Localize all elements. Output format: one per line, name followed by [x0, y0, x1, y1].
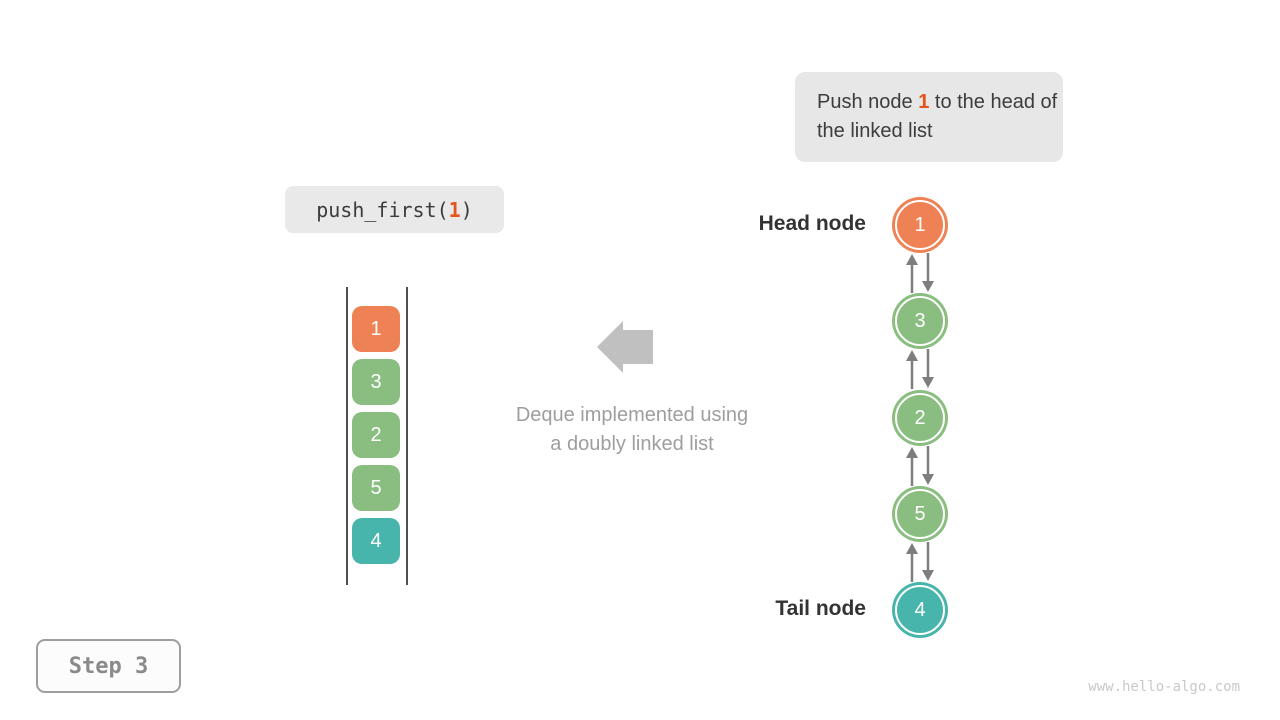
callout-prefix: Push node: [817, 91, 919, 113]
list-node: 1: [895, 200, 945, 250]
bidirectional-arrow-icon: [906, 349, 934, 389]
code-suffix: ): [460, 197, 473, 222]
bidirectional-arrow-icon: [906, 542, 934, 582]
left-arrow-icon: [597, 321, 653, 373]
code-highlight-value: 1: [448, 197, 461, 222]
tail-node-label: Tail node: [775, 597, 866, 620]
bidirectional-arrow-shapes: [906, 253, 934, 293]
stack-cell-value: 3: [370, 370, 382, 393]
bidirectional-arrow-icon: [906, 446, 934, 486]
callout-suffix: to the head of the linked list: [817, 91, 1058, 142]
bidirectional-arrow-shapes: [906, 446, 934, 486]
left-arrow-shape: [597, 321, 653, 373]
step-badge: Step 3: [36, 639, 181, 693]
list-node-value: 2: [914, 406, 926, 429]
stack-cell: 5: [352, 465, 400, 511]
list-node: 2: [895, 393, 945, 443]
code-prefix: push_first(: [316, 197, 449, 222]
list-node-value: 4: [914, 598, 926, 621]
list-node-value: 3: [914, 309, 926, 332]
stack-cell-value: 1: [370, 317, 382, 340]
list-node-value: 1: [914, 213, 926, 236]
stack-cell: 1: [352, 306, 400, 352]
deque-caption-line2: a doubly linked list: [550, 433, 714, 455]
deque-caption-line1: Deque implemented using: [515, 404, 749, 426]
head-node-label: Head node: [758, 212, 866, 235]
list-node: 4: [895, 585, 945, 635]
list-node: 3: [895, 296, 945, 346]
bidirectional-arrow-shapes: [906, 542, 934, 582]
stack-right-wall: [406, 287, 408, 585]
list-node-value: 5: [914, 502, 926, 525]
stack-cell-value: 2: [370, 423, 382, 446]
watermark: www.hello-algo.com: [1088, 679, 1240, 695]
stack-cell-value: 5: [370, 476, 382, 499]
callout-highlight-value: 1: [918, 91, 930, 113]
stack-cell-value: 4: [370, 529, 382, 552]
stack-cell: 3: [352, 359, 400, 405]
deque-caption: Deque implemented using a doubly linked …: [452, 401, 812, 459]
code-call-box: push_first(1): [285, 186, 504, 233]
bidirectional-arrow-icon: [906, 253, 934, 293]
list-node: 5: [895, 489, 945, 539]
stack-left-wall: [346, 287, 348, 585]
bidirectional-arrow-shapes: [906, 349, 934, 389]
callout-push-node: Push node 1 to the head of the linked li…: [795, 72, 1063, 162]
stack-cell: 2: [352, 412, 400, 458]
stack-cell: 4: [352, 518, 400, 564]
